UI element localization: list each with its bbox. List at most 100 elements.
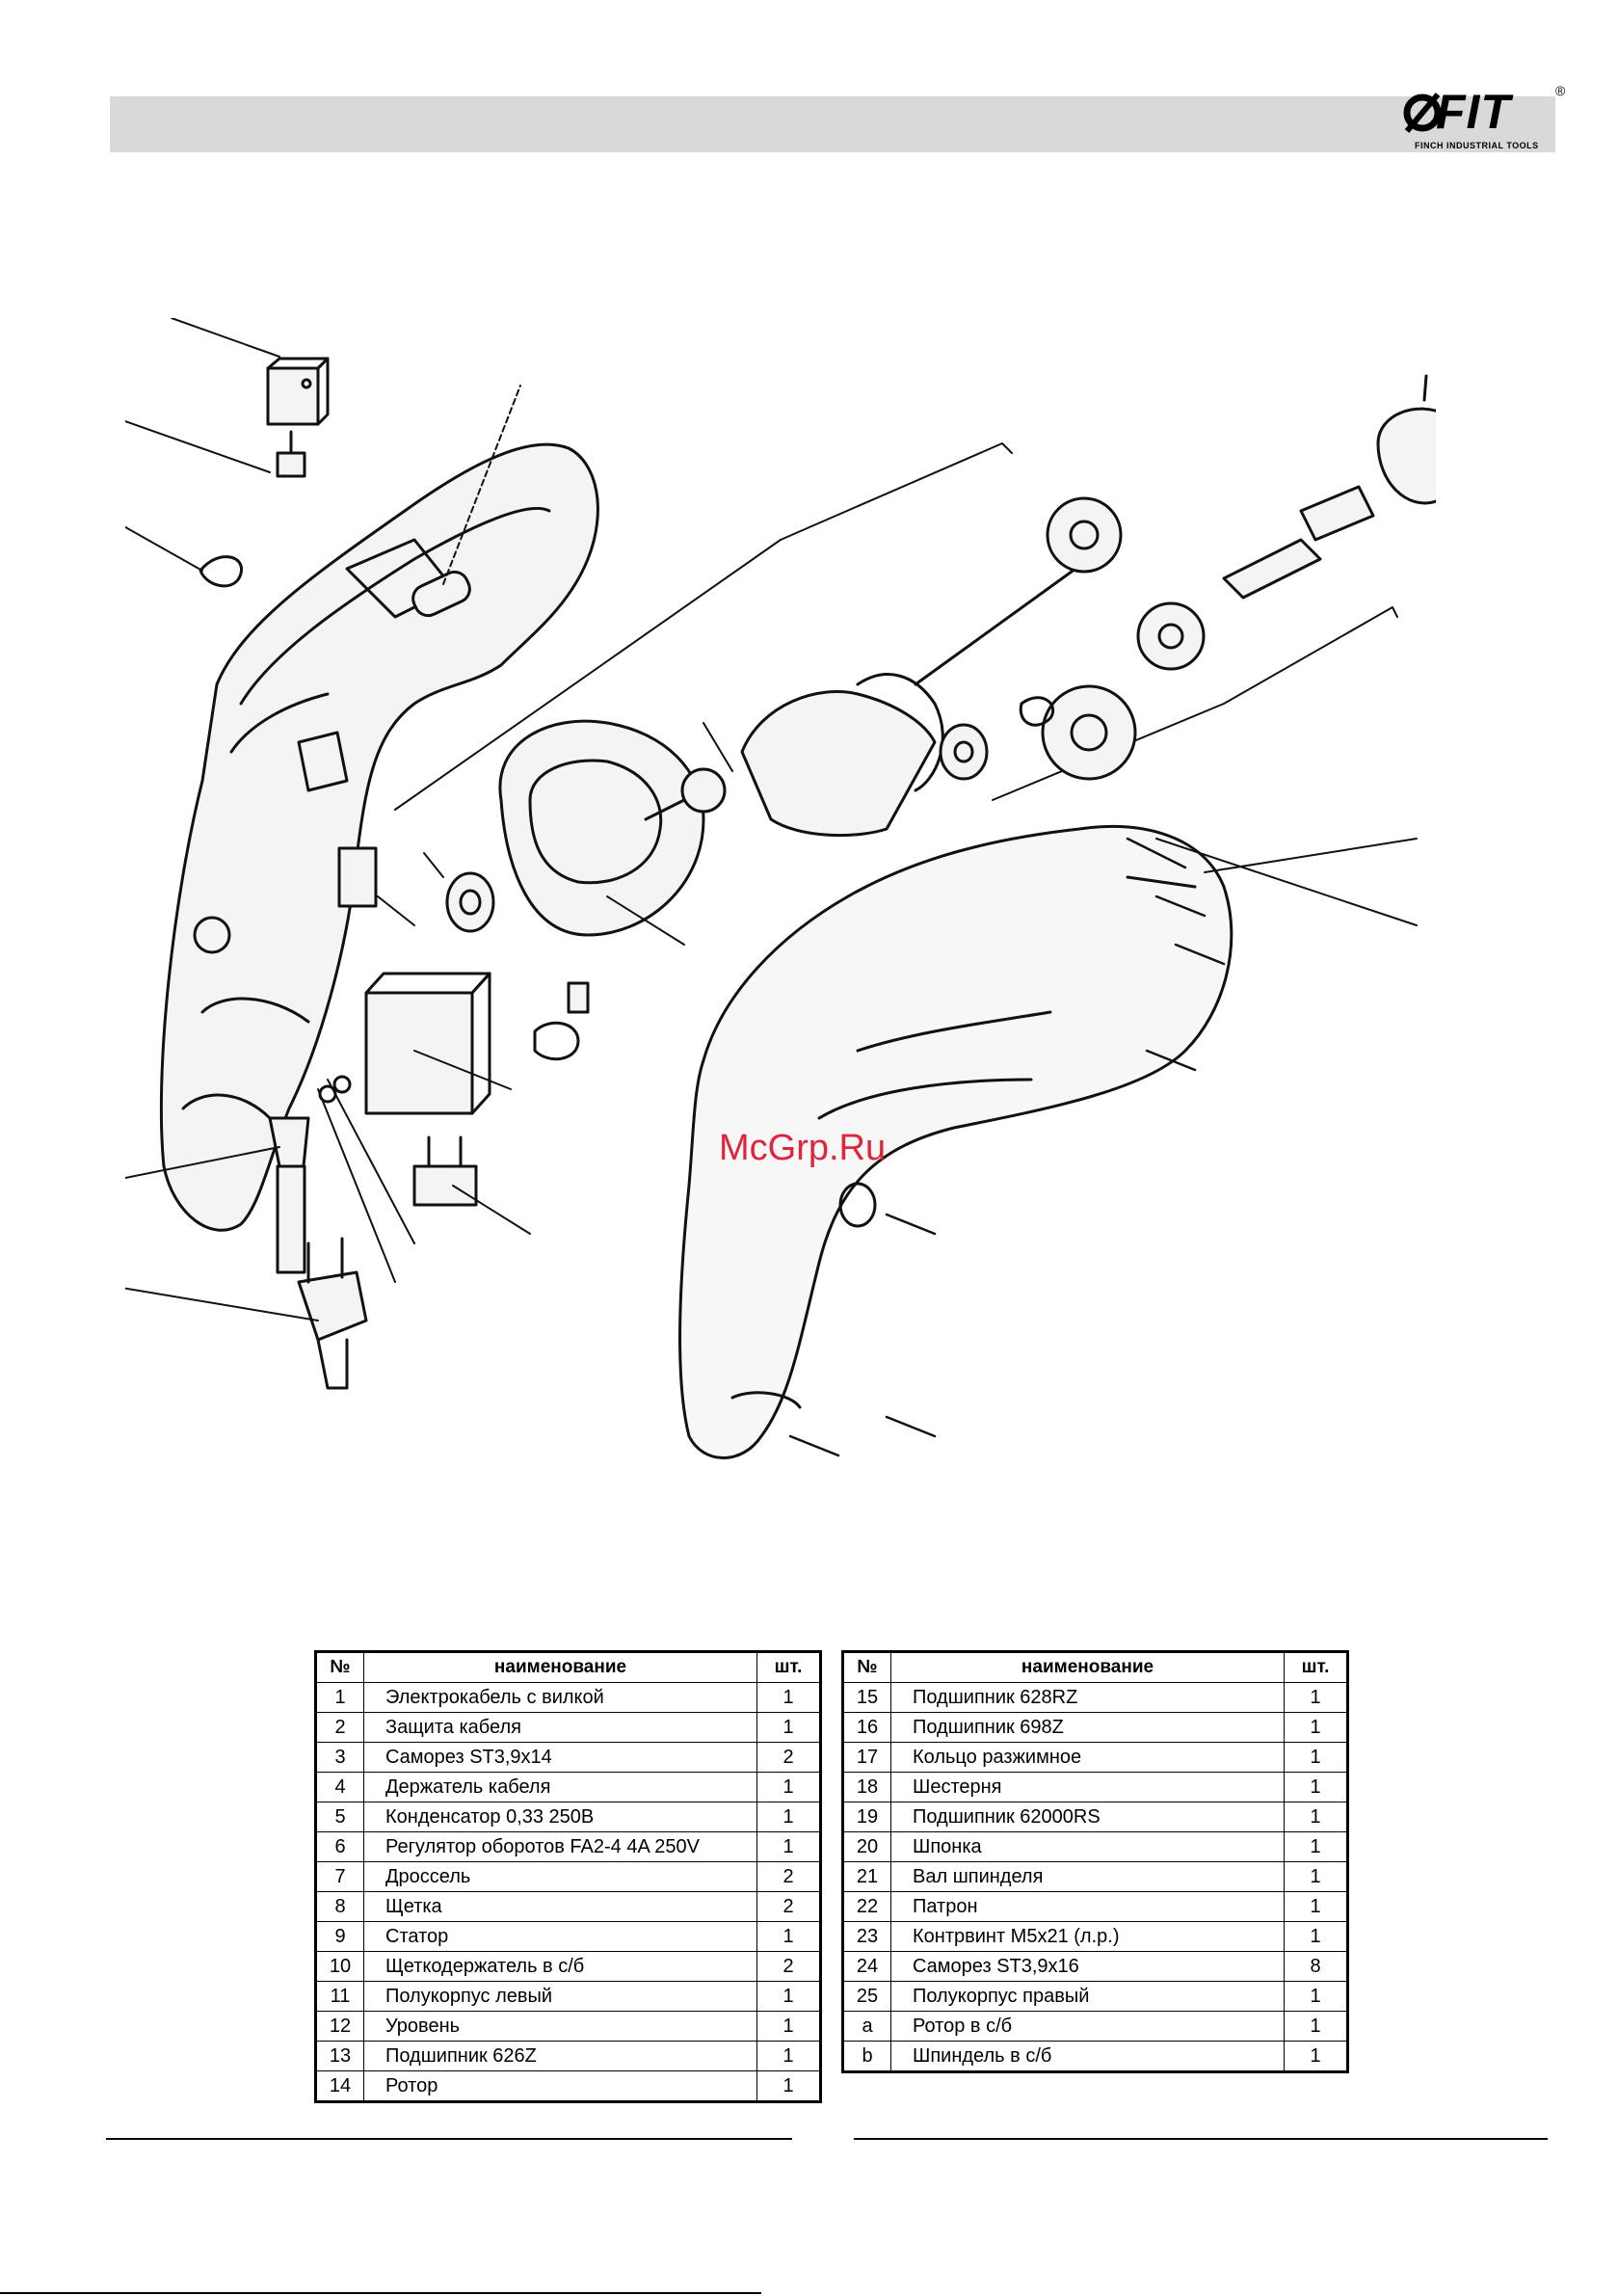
fit-logo: FIT ® FINCH INDUSTRIAL TOOLS bbox=[1403, 83, 1573, 156]
part-name-cell: Шпонка bbox=[890, 1831, 1285, 1862]
part-name-cell: Держатель кабеля bbox=[363, 1772, 757, 1802]
level-part bbox=[411, 385, 521, 618]
part-qty-cell: 1 bbox=[756, 1802, 821, 1832]
col-header-name: наименование bbox=[363, 1651, 757, 1683]
part-qty-cell: 8 bbox=[1284, 1951, 1348, 1982]
part-name-cell: Электрокабель с вилкой bbox=[363, 1682, 757, 1713]
part-qty-cell: 1 bbox=[1284, 1861, 1348, 1892]
col-header-qty: шт. bbox=[1284, 1651, 1348, 1683]
part-name-cell: Подшипник 62000RS bbox=[890, 1802, 1285, 1832]
part-qty-cell: 1 bbox=[756, 1682, 821, 1713]
part-name-cell: Вал шпинделя bbox=[890, 1861, 1285, 1892]
part-number-cell: 10 bbox=[315, 1951, 364, 1982]
part-number-cell: 11 bbox=[315, 1981, 364, 2012]
part-name-cell: Подшипник 698Z bbox=[890, 1712, 1285, 1743]
part-qty-cell: 1 bbox=[1284, 1802, 1348, 1832]
part-qty-cell: 1 bbox=[756, 1831, 821, 1862]
part-name-cell: Уровень bbox=[363, 2011, 757, 2042]
part-number-cell: 7 bbox=[315, 1861, 364, 1892]
part-name-cell: Патрон bbox=[890, 1891, 1285, 1922]
part-number-cell: 19 bbox=[842, 1802, 891, 1832]
part-number-cell: 9 bbox=[315, 1921, 364, 1952]
part-number-cell: 13 bbox=[315, 2041, 364, 2071]
part-name-cell: Щетка bbox=[363, 1891, 757, 1922]
switch-parts bbox=[364, 972, 590, 1235]
part-name-cell: Подшипник 628RZ bbox=[890, 1682, 1285, 1713]
part-qty-cell: 1 bbox=[1284, 1682, 1348, 1713]
part-number-cell: 21 bbox=[842, 1861, 891, 1892]
part-qty-cell: 2 bbox=[756, 1742, 821, 1773]
exploded-view-diagram bbox=[125, 318, 1436, 1459]
part-name-cell: Дроссель bbox=[363, 1861, 757, 1892]
part-qty-cell: 1 bbox=[1284, 1981, 1348, 2012]
part-name-cell: Подшипник 626Z bbox=[363, 2041, 757, 2071]
col-header-number: № bbox=[842, 1651, 891, 1683]
logo-tagline: FINCH INDUSTRIAL TOOLS bbox=[1415, 141, 1539, 150]
part-number-cell: 2 bbox=[315, 1712, 364, 1743]
part-number-cell: 17 bbox=[842, 1742, 891, 1773]
part-name-cell: Шпиндель в с/б bbox=[890, 2041, 1285, 2072]
col-header-number: № bbox=[315, 1651, 364, 1683]
bearing-parts bbox=[939, 496, 1206, 781]
part-name-cell: Конденсатор 0,33 250В bbox=[363, 1802, 757, 1832]
part-number-cell: 22 bbox=[842, 1891, 891, 1922]
part-number-cell: 6 bbox=[315, 1831, 364, 1862]
part-qty-cell: 1 bbox=[756, 1921, 821, 1952]
part-number-cell: b bbox=[842, 2041, 891, 2072]
part-number-cell: 16 bbox=[842, 1712, 891, 1743]
part-qty-cell: 1 bbox=[756, 1772, 821, 1802]
part-name-cell: Саморез ST3,9x16 bbox=[890, 1951, 1285, 1982]
footer-rule-right bbox=[854, 2138, 1548, 2140]
right-housing-shell bbox=[678, 825, 1233, 1459]
part-name-cell: Защита кабеля bbox=[363, 1712, 757, 1743]
part-number-cell: 23 bbox=[842, 1921, 891, 1952]
part-qty-cell: 1 bbox=[1284, 1772, 1348, 1802]
col-header-qty: шт. bbox=[756, 1651, 821, 1683]
logo-mark-icon bbox=[1403, 93, 1442, 133]
part-name-cell: Кольцо разжимное bbox=[890, 1742, 1285, 1773]
logo-text: FIT bbox=[1436, 85, 1511, 139]
part-qty-cell: 1 bbox=[1284, 1831, 1348, 1862]
part-number-cell: 4 bbox=[315, 1772, 364, 1802]
part-name-cell: Ротор bbox=[363, 2070, 757, 2102]
part-number-cell: 8 bbox=[315, 1891, 364, 1922]
part-number-cell: 18 bbox=[842, 1772, 891, 1802]
part-name-cell: Статор bbox=[363, 1921, 757, 1952]
table-header-row: № наименование шт. bbox=[315, 1651, 821, 1683]
part-number-cell: 15 bbox=[842, 1682, 891, 1713]
part-number-cell: 24 bbox=[842, 1951, 891, 1982]
part-name-cell: Регулятор оборотов FA2-4 4A 250V bbox=[363, 1831, 757, 1862]
part-number-cell: 12 bbox=[315, 2011, 364, 2042]
logo-registered-mark: ® bbox=[1555, 83, 1566, 98]
part-number-cell: 5 bbox=[315, 1802, 364, 1832]
part-qty-cell: 1 bbox=[756, 2041, 821, 2071]
part-name-cell: Полукорпус левый bbox=[363, 1981, 757, 2012]
part-qty-cell: 2 bbox=[756, 1891, 821, 1922]
part-qty-cell: 1 bbox=[756, 2011, 821, 2042]
part-qty-cell: 1 bbox=[1284, 2011, 1348, 2042]
part-number-cell: 20 bbox=[842, 1831, 891, 1862]
part-name-cell: Полукорпус правый bbox=[890, 1981, 1285, 2012]
stator-part bbox=[498, 719, 705, 946]
